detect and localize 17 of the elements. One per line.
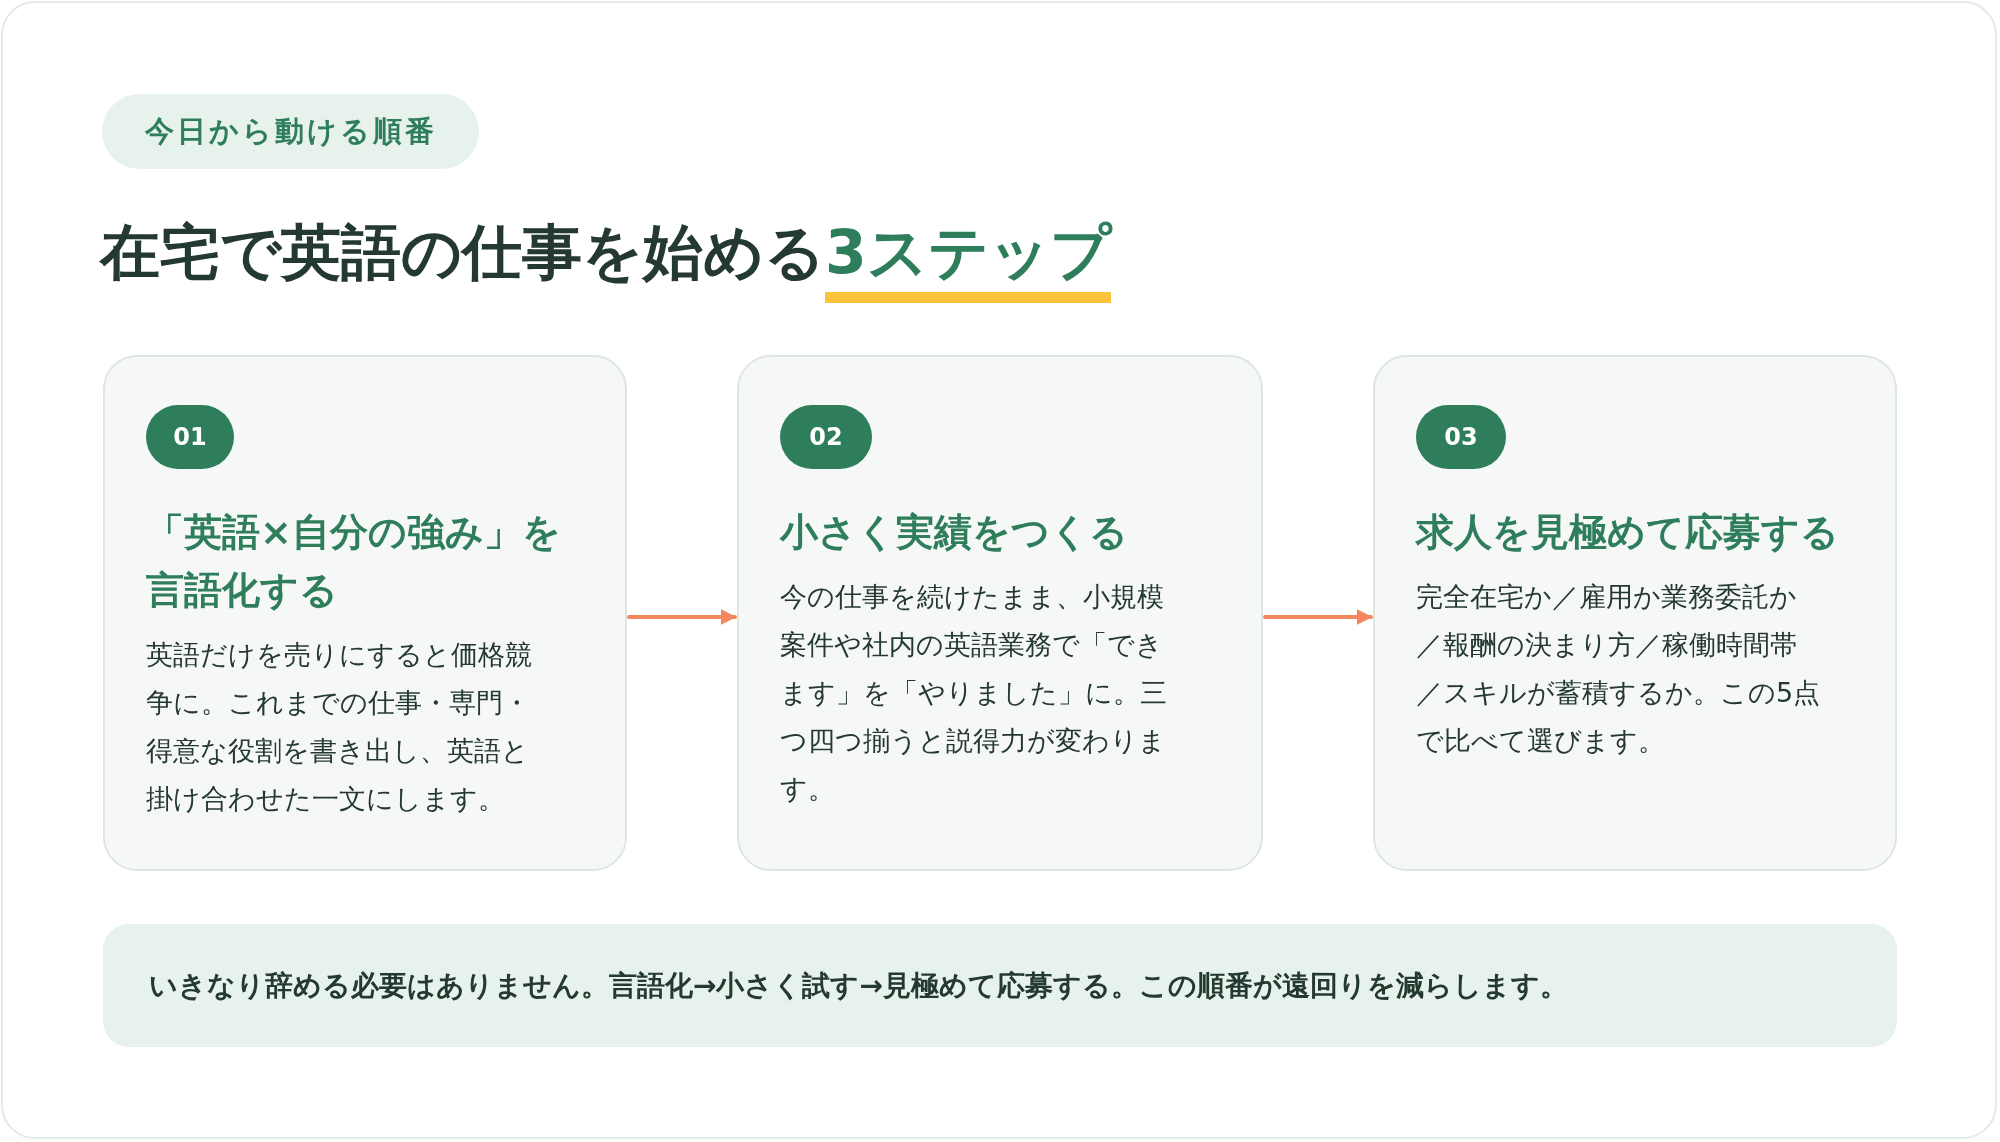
arrow (1263, 609, 1373, 625)
step-badge: 01 (146, 405, 234, 469)
step-heading: 「英語×自分の強み」を言語化する (146, 509, 562, 614)
step-heading: 求人を見極めて応募する (1416, 509, 1840, 556)
title: 在宅で英語の仕事を始める3ステップ (100, 212, 1111, 303)
step-card (103, 355, 627, 871)
step-heading: 小さく実績をつくる (780, 509, 1129, 556)
step-card (737, 355, 1263, 871)
note-bar: いきなり辞める必要はありません。言語化→小さく試す→見極めて応募する。この順番が遠回りを減らします。 (103, 924, 1897, 1047)
step-card (1373, 355, 1897, 871)
step-badge: 03 (1416, 405, 1506, 469)
step-description: 完全在宅か／雇用か業務委託か／報酬の決まり方／稼働時間帯／スキルが蓄積するか。この5点で比べて選びます。 (1416, 580, 1821, 758)
step-description: 英語だけを売りにすると価格競争に。これまでの仕事・専門・得意な役割を書き出し、英語と掛け合わせた一文にします。 (146, 638, 533, 816)
tag-pill: 今日から動ける順番 (102, 94, 479, 169)
step-description: 今の仕事を続けたまま、小規模案件や社内の英語業務で「できます」を「やりました」に。三つ四つ揃うと説得力が変わります。 (780, 580, 1168, 806)
arrow (627, 609, 737, 625)
step-badge: 02 (780, 405, 872, 469)
